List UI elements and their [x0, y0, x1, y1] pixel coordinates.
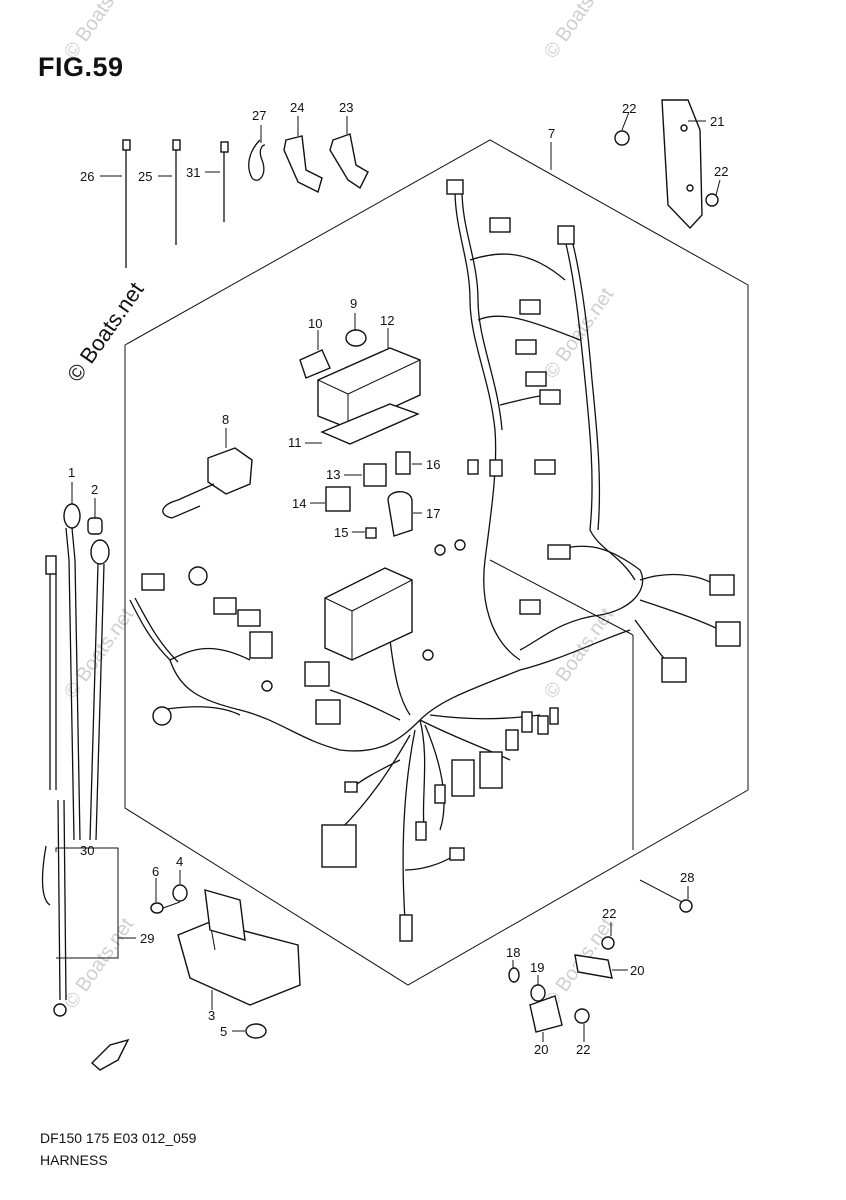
callout-22: 22 [714, 164, 728, 179]
battery-cable-1 [63, 503, 81, 841]
battery-cable-30 [41, 555, 67, 1017]
callout-20: 20 [630, 963, 644, 978]
relay-14 [325, 486, 351, 512]
fuse-box-12 [317, 347, 421, 429]
callout-10: 10 [308, 316, 322, 331]
forward-arrow [90, 1038, 130, 1071]
callout-6: 6 [152, 864, 159, 879]
callout-12: 12 [380, 313, 394, 328]
cable-tie-25 [172, 139, 181, 245]
clamp-23 [329, 133, 369, 190]
callout-28: 28 [680, 870, 694, 885]
callout-5: 5 [220, 1024, 227, 1039]
wire-harness-7 [129, 189, 721, 921]
callout-22: 22 [576, 1042, 590, 1057]
callout-13: 13 [326, 467, 340, 482]
callout-4: 4 [176, 854, 183, 869]
harness-connectors [141, 179, 741, 942]
callout-22: 22 [622, 101, 636, 116]
callout-26: 26 [80, 169, 94, 184]
callout-16: 16 [426, 457, 440, 472]
bracket-21 [661, 99, 703, 230]
callout-19: 19 [530, 960, 544, 975]
connector-10 [299, 349, 331, 379]
bolt-22-side [705, 179, 721, 207]
relay-cap-8 [162, 447, 253, 519]
grommet-9 [345, 329, 367, 347]
callout-9: 9 [350, 296, 357, 311]
callout-7: 7 [548, 126, 555, 141]
callout-17: 17 [426, 506, 440, 521]
callout-22: 22 [602, 906, 616, 921]
diagram-name: HARNESS [40, 1152, 108, 1168]
bracket-3 [177, 889, 301, 1006]
callout-23: 23 [339, 100, 353, 115]
cap-17 [387, 491, 413, 537]
bolt-22-b [574, 1008, 590, 1024]
callout-25: 25 [138, 169, 152, 184]
bolt-22-a [601, 936, 615, 950]
relay-13 [363, 463, 387, 487]
junction-box [324, 567, 413, 661]
callout-2: 2 [91, 482, 98, 497]
cover-seal-11 [320, 403, 420, 445]
bolt-28 [639, 879, 693, 913]
terminal-cap-2 [87, 517, 103, 535]
callout-14: 14 [292, 496, 306, 511]
nut-18 [508, 967, 520, 983]
bolt-6 [150, 901, 181, 914]
fuse-15 [365, 527, 377, 539]
outline-inner-edge [489, 559, 634, 636]
cable-tie-26 [122, 139, 131, 268]
callout-20: 20 [534, 1042, 548, 1057]
grommet-5 [245, 1023, 267, 1039]
callout-31: 31 [186, 165, 200, 180]
callout-30: 30 [80, 843, 94, 858]
nut-19 [530, 984, 546, 1002]
fuse-16 [395, 451, 411, 475]
clamp-27 [248, 139, 266, 181]
harness-outline-box [124, 139, 749, 986]
callout-11: 11 [288, 435, 302, 450]
clamp-24 [283, 135, 323, 194]
callout-15: 15 [334, 525, 348, 540]
bolt-22-top [614, 111, 630, 146]
callout-1: 1 [68, 465, 75, 480]
plate-20-bottom [529, 995, 563, 1033]
diagram-code: DF150 175 E03 012_059 [40, 1130, 197, 1146]
callout-8: 8 [222, 412, 229, 427]
callout-3: 3 [208, 1008, 215, 1023]
grommet-4 [172, 884, 188, 902]
callout-29: 29 [140, 931, 154, 946]
callout-27: 27 [252, 108, 266, 123]
cable-tie-31 [220, 141, 229, 222]
callout-18: 18 [506, 945, 520, 960]
callout-21: 21 [710, 114, 724, 129]
battery-cable-29 [89, 539, 110, 841]
plate-20-right [574, 954, 613, 979]
figure-title: FIG.59 [38, 52, 124, 82]
callout-24: 24 [290, 100, 304, 115]
